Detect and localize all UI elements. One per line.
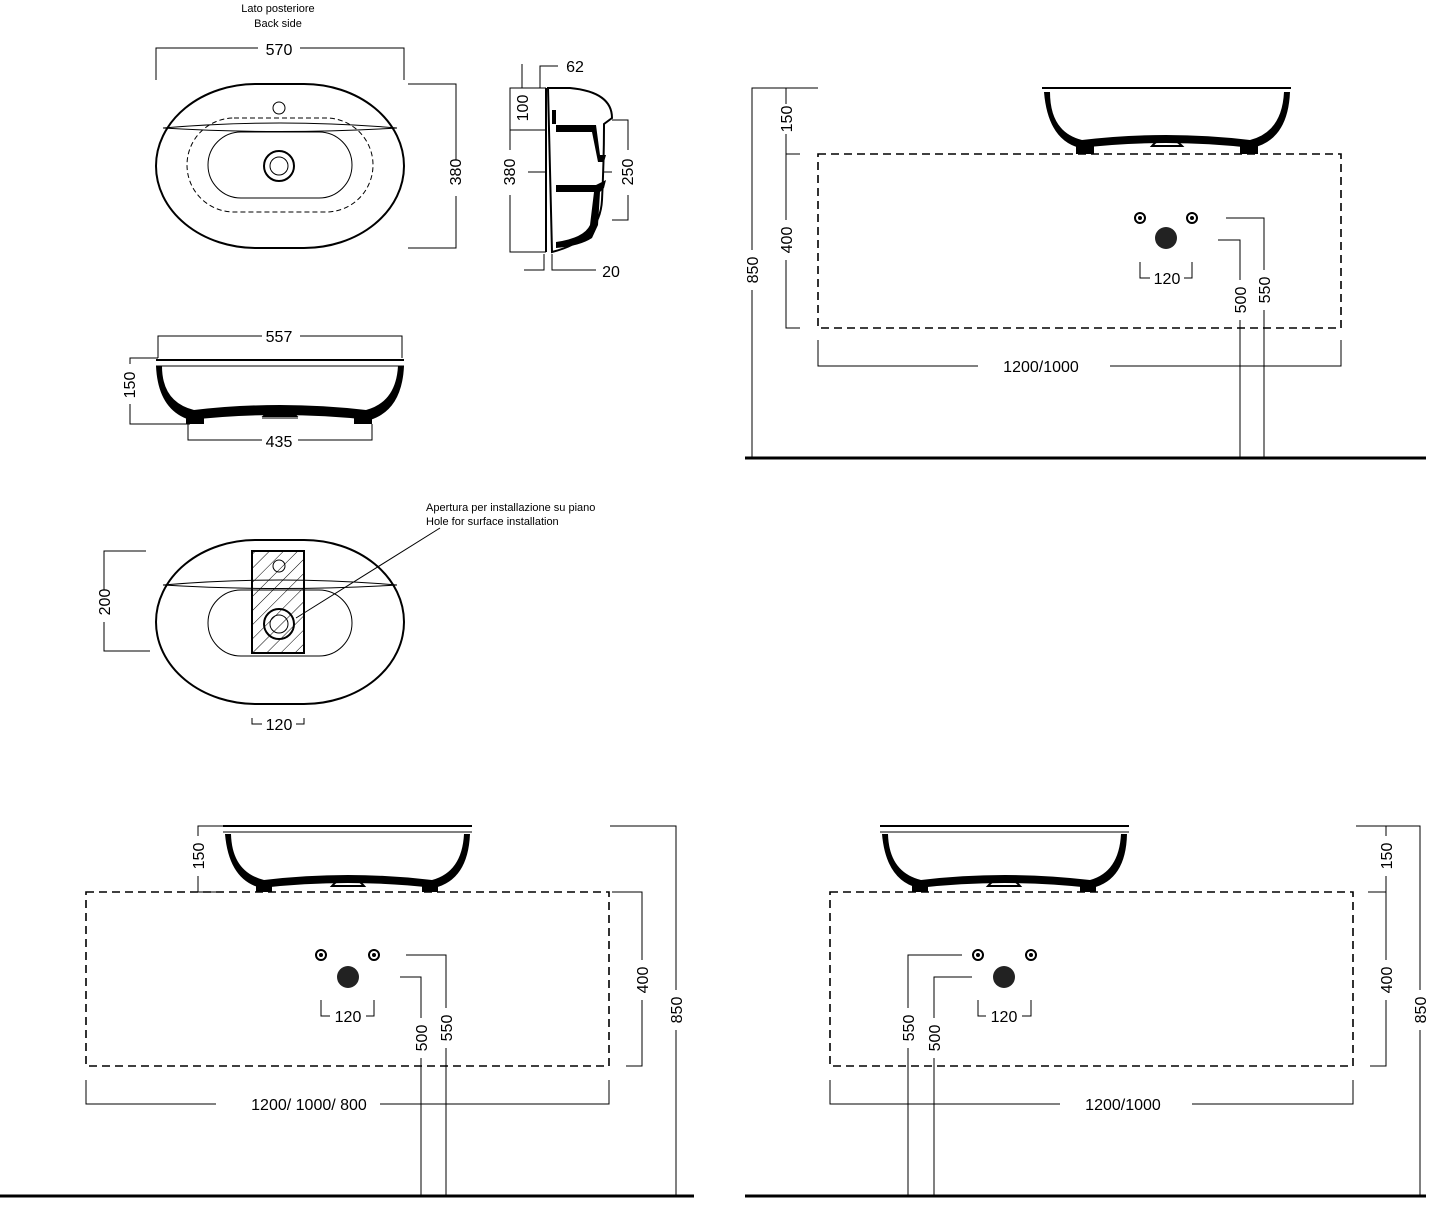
hole-width-dim: 120 bbox=[266, 717, 293, 734]
hole-hatched-area bbox=[251, 550, 305, 654]
supply-height-dim: 550 bbox=[439, 1015, 456, 1042]
tap-hole bbox=[272, 101, 286, 115]
back-side-label-it: Lato posteriore bbox=[241, 3, 314, 15]
cabinet-width-dim: 1200/1000 bbox=[1085, 1097, 1161, 1114]
basin-front bbox=[1044, 92, 1290, 148]
cabinet-width-dim: 1200/ 1000/ 800 bbox=[251, 1097, 367, 1114]
side-depth-dim: 380 bbox=[502, 159, 519, 186]
top-view: Lato posteriore Back side 570 380 bbox=[155, 3, 465, 249]
drain-outer bbox=[263, 150, 295, 182]
hole-note-it: Apertura per installazione su piano bbox=[426, 502, 595, 514]
front-view: 557 150 435 bbox=[122, 329, 404, 451]
waste-outlet bbox=[993, 966, 1015, 988]
basin-height-dim: 150 bbox=[1379, 843, 1396, 870]
hole-leader-line bbox=[295, 527, 441, 619]
top-width-dim: 570 bbox=[266, 42, 293, 59]
waste-outlet bbox=[337, 966, 359, 988]
basin-front-shell bbox=[156, 366, 404, 420]
hole-view: Apertura per installazione su piano Hole… bbox=[97, 502, 595, 734]
back-side-label-en: Back side bbox=[254, 18, 302, 30]
front-top-width-dim: 557 bbox=[266, 329, 293, 346]
hole-depth-dim: 200 bbox=[97, 589, 114, 616]
side-overflow-dim: 100 bbox=[515, 95, 532, 122]
side-top-dim: 62 bbox=[566, 59, 584, 76]
cabinet-height-dim: 400 bbox=[1379, 967, 1396, 994]
side-bottom-dim: 20 bbox=[602, 264, 620, 281]
side-section: 62 100 380 100 250 20 bbox=[502, 59, 637, 281]
waste-height-dim: 500 bbox=[414, 1025, 431, 1052]
basin-front bbox=[225, 834, 470, 888]
cabinet-height-dim: 400 bbox=[635, 967, 652, 994]
front-base-width-dim: 435 bbox=[266, 434, 293, 451]
total-height-dim: 850 bbox=[1413, 997, 1430, 1024]
hole-note-en: Hole for surface installation bbox=[426, 516, 559, 528]
total-height-dim: 850 bbox=[745, 257, 762, 284]
waste-height-dim: 500 bbox=[927, 1025, 944, 1052]
top-depth-dim: 380 bbox=[448, 159, 465, 186]
tap-spacing-dim: 120 bbox=[335, 1009, 362, 1026]
tap-spacing-dim: 120 bbox=[1154, 271, 1181, 288]
supply-height-dim: 550 bbox=[901, 1015, 918, 1042]
basin-height-dim: 150 bbox=[191, 843, 208, 870]
install-bottom-left: 150 400 850 120 500 550 1200/ 1000/ 800 bbox=[0, 825, 694, 1198]
front-height-dim: 150 bbox=[122, 372, 139, 399]
total-height-dim: 850 bbox=[669, 997, 686, 1024]
install-top-right: 850 150 400 1200/1000 120 500 550 bbox=[745, 87, 1426, 460]
bowl-outline bbox=[207, 131, 353, 199]
waste-height-dim: 500 bbox=[1233, 287, 1250, 314]
basin-section bbox=[546, 87, 614, 254]
cabinet-height-dim: 400 bbox=[779, 227, 796, 254]
cabinet-outline bbox=[85, 891, 610, 1067]
side-waste-height-dim: 250 bbox=[620, 159, 637, 186]
drain-inner bbox=[269, 156, 289, 176]
basin-height-dim: 150 bbox=[779, 106, 796, 133]
waste-outlet bbox=[1155, 227, 1177, 249]
basin-top-outline-2 bbox=[155, 539, 405, 705]
cabinet-width-dim: 1200/1000 bbox=[1003, 359, 1079, 376]
basin-front bbox=[882, 834, 1127, 888]
install-bottom-right: 150 400 850 120 550 500 1200/1000 bbox=[745, 825, 1430, 1198]
tap-spacing-dim: 120 bbox=[991, 1009, 1018, 1026]
supply-height-dim: 550 bbox=[1257, 277, 1274, 304]
basin-top-outline bbox=[155, 83, 405, 249]
